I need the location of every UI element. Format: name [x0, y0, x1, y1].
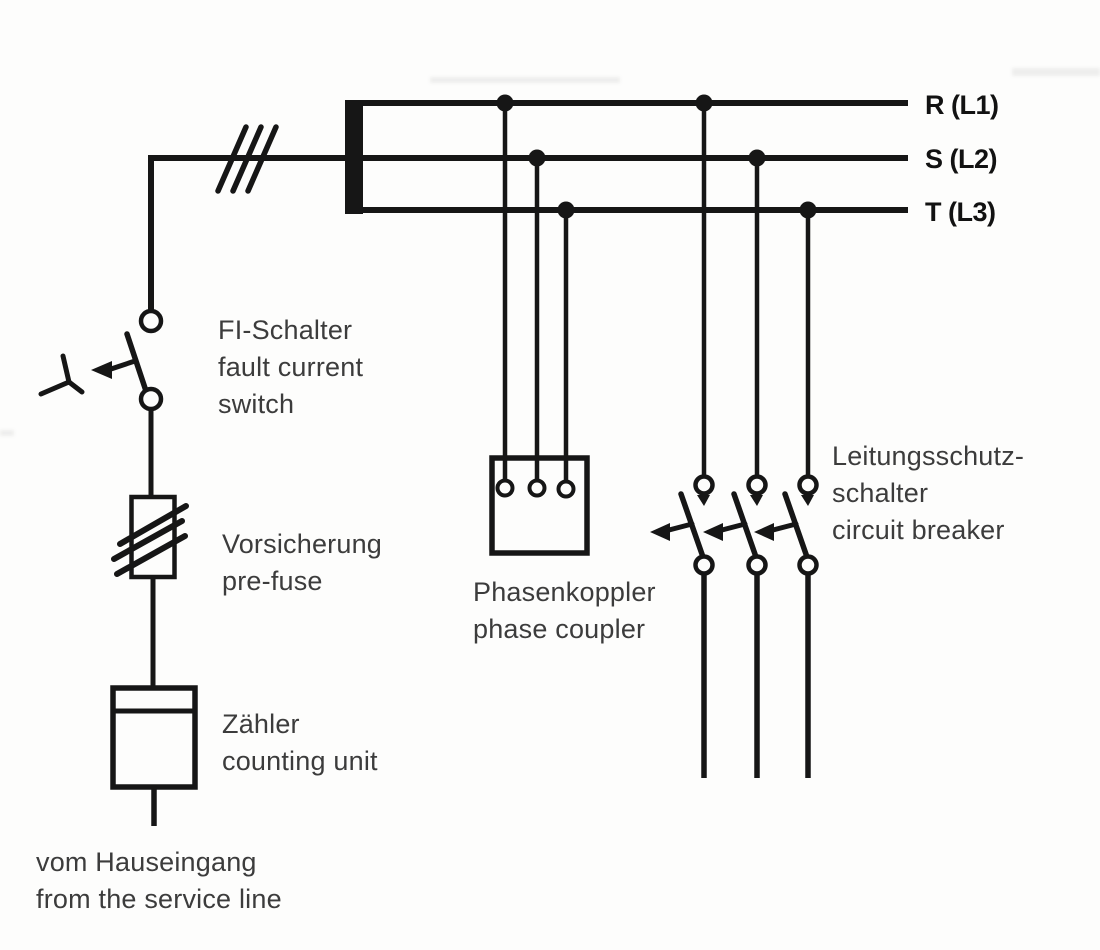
counting-unit-symbol: [110, 685, 198, 826]
phase-label-s: S (L2): [925, 144, 998, 174]
label-phase-coupler-en: phase coupler: [473, 614, 646, 644]
label-service-entry-en: from the service line: [36, 884, 282, 914]
label-pre-fuse: Vorsicherung pre-fuse: [222, 526, 382, 600]
phase-label-r: R (L1): [925, 90, 999, 120]
three-phase-slash-marks: [215, 124, 279, 194]
label-pre-fuse-en: pre-fuse: [222, 566, 323, 596]
label-counting-unit-de: Zähler: [222, 709, 300, 739]
circuit-breaker-pole-2: [703, 474, 768, 778]
label-fi-switch-en2: switch: [218, 389, 295, 419]
phase-label-t: T (L3): [925, 197, 996, 227]
label-counting-unit-en: counting unit: [222, 746, 378, 776]
label-pre-fuse-de: Vorsicherung: [222, 529, 382, 559]
fi-switch-symbol: [38, 308, 164, 497]
label-fi-switch: FI-Schalter fault current switch: [218, 312, 363, 423]
breaker-drop-lines: [701, 103, 811, 476]
label-circuit-breaker-en: circuit breaker: [832, 515, 1005, 545]
label-phase-coupler: Phasenkoppler phase coupler: [473, 574, 656, 648]
phase-coupler-drop-lines: [502, 103, 569, 482]
phase-coupler-symbol: [489, 455, 590, 556]
label-service-entry: vom Hauseingang from the service line: [36, 844, 282, 918]
label-counting-unit: Zähler counting unit: [222, 706, 378, 780]
label-circuit-breaker: Leitungsschutz- schalter circuit breaker: [832, 438, 1024, 549]
scan-artifact: [1012, 68, 1100, 76]
trip-mechanism-icon: [38, 353, 85, 397]
service-feed-line: [148, 155, 345, 311]
label-circuit-breaker-de1: Leitungsschutz-: [832, 441, 1025, 471]
circuit-breaker-pole-3: [754, 474, 819, 778]
scan-artifact: [430, 77, 620, 83]
circuit-breaker-pole-1: [650, 474, 715, 778]
label-phase-coupler-de: Phasenkoppler: [473, 577, 656, 607]
label-fi-switch-en1: fault current: [218, 352, 364, 382]
scan-artifact: [0, 430, 14, 436]
label-service-entry-de: vom Hauseingang: [36, 847, 257, 877]
pre-fuse-symbol: [111, 494, 189, 688]
label-circuit-breaker-de2: schalter: [832, 478, 929, 508]
bus-bar: [345, 100, 363, 214]
label-fi-switch-de: FI-Schalter: [218, 315, 353, 345]
